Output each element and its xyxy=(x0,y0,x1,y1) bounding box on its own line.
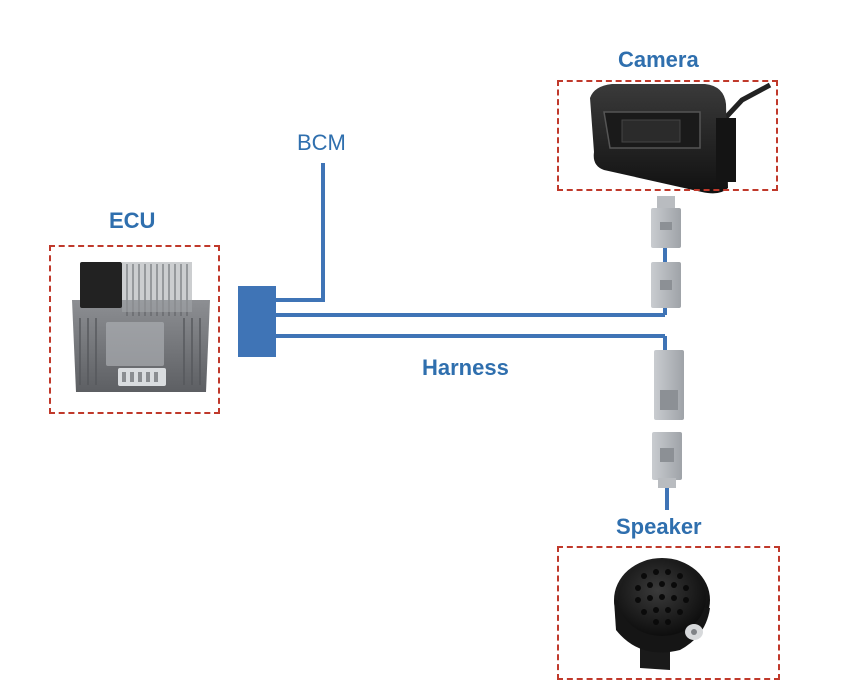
camera-highlight-box xyxy=(557,80,778,191)
speaker-icon xyxy=(614,558,710,670)
harness-junction-block xyxy=(238,286,276,357)
ecu-label: ECU xyxy=(109,208,156,233)
speaker-connector-lower-icon xyxy=(652,432,682,488)
camera-connector-lower-icon xyxy=(651,262,681,308)
camera-icon xyxy=(590,84,736,194)
speaker-label: Speaker xyxy=(616,514,702,539)
camera-connector-upper-icon xyxy=(651,196,681,248)
camera-label: Camera xyxy=(618,47,699,72)
harness-wires xyxy=(276,82,772,510)
speaker-highlight-box xyxy=(557,546,780,680)
ecu-module-icon xyxy=(72,262,210,392)
speaker-connector-upper-icon xyxy=(654,350,684,420)
ecu-highlight-box xyxy=(49,245,220,414)
bcm-label: BCM xyxy=(297,130,346,155)
bcm-wire xyxy=(276,163,325,302)
harness-label: Harness xyxy=(422,355,509,380)
